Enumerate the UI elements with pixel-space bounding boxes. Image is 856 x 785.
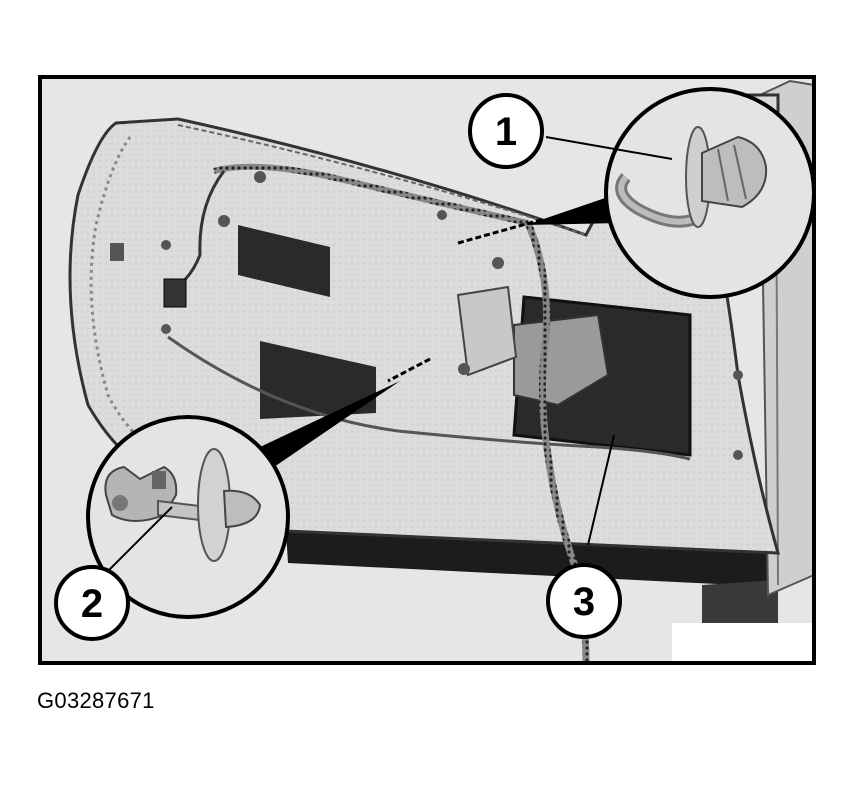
callout-1-leader <box>545 136 673 160</box>
frame-notch <box>672 623 812 661</box>
panel-opening-upper <box>238 225 330 297</box>
callout-3: 3 <box>546 563 622 639</box>
callout-2-number: 2 <box>81 582 103 626</box>
lower-seal <box>286 531 778 587</box>
fastener-bolts <box>161 171 743 460</box>
panel-opening-middle <box>260 341 376 419</box>
callout-1-number: 1 <box>495 110 517 154</box>
inset-detail-2 <box>86 415 290 619</box>
leader-dash-2 <box>387 357 431 383</box>
leader-dash-1 <box>457 217 545 245</box>
leader-wedge-2 <box>260 381 400 467</box>
regulator-bracket <box>456 285 518 377</box>
pin-head <box>222 489 262 529</box>
callout-3-leader <box>587 434 615 546</box>
lower-harness <box>167 335 691 461</box>
figure-id-label: G03287671 <box>37 688 155 713</box>
door-top-edge <box>177 124 587 236</box>
callout-2: 2 <box>54 565 130 641</box>
leader-wedge-1 <box>526 195 620 225</box>
floor-shadow <box>702 580 778 635</box>
door-diagram-figure: 1 2 3 <box>38 75 816 665</box>
callout-2-leader <box>101 506 173 578</box>
window-regulator <box>513 313 610 407</box>
harness-connector <box>163 278 187 308</box>
callout-3-number: 3 <box>573 580 595 624</box>
harness-connector-left <box>110 243 124 261</box>
callout-1: 1 <box>468 93 544 169</box>
top-harness <box>213 163 529 226</box>
inset-detail-1 <box>604 87 816 299</box>
clip-body <box>701 135 768 209</box>
